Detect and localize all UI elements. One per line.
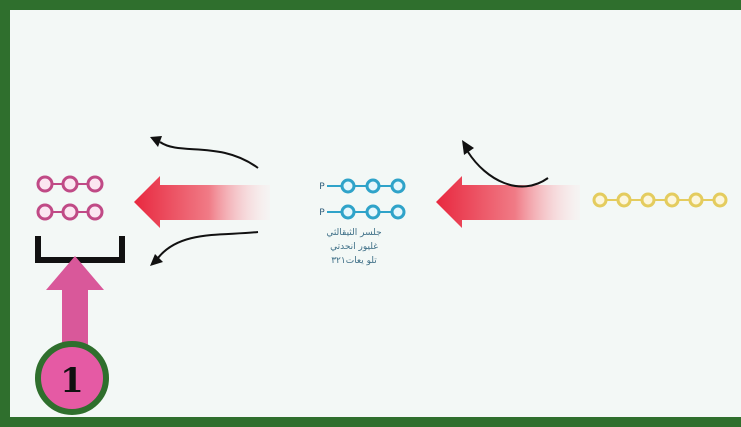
- left-molecule-5: [61, 203, 79, 221]
- curved-arrow-top-left: [150, 136, 259, 169]
- phosphate-label-1: P: [319, 182, 325, 192]
- left-molecule-1: [36, 175, 54, 193]
- pointer-arrow: [46, 256, 104, 352]
- curved-arrow-bottom-left: [150, 231, 259, 266]
- middle-caption: جلسر الثيقالثي غليور انحدتي تلو يعات۳۲۱: [294, 226, 414, 268]
- left-molecule-group: [36, 175, 104, 221]
- middle-molecule-group: P P: [319, 178, 406, 220]
- caption-line-3: تلو يعات۳۲۱: [331, 256, 377, 266]
- left-molecule-6: [86, 203, 104, 221]
- red-arrow-right: [436, 176, 580, 228]
- left-molecule-3: [86, 175, 104, 193]
- phosphate-label-2: P: [319, 208, 325, 218]
- curved-arrow-top-right: [462, 140, 549, 188]
- right-chain-group: [592, 192, 728, 208]
- left-molecule-4: [36, 203, 54, 221]
- bracket: [35, 236, 125, 263]
- red-arrow-left: [134, 176, 270, 228]
- caption-line-2: غليور انحدتي: [330, 242, 378, 252]
- step-number-label: 1: [60, 361, 84, 401]
- left-molecule-2: [61, 175, 79, 193]
- caption-line-1: جلسر الثيقالثي: [326, 228, 382, 238]
- middle-row-2: P: [319, 204, 406, 220]
- middle-row-1: P: [319, 178, 406, 194]
- step-number-circle: [35, 341, 109, 415]
